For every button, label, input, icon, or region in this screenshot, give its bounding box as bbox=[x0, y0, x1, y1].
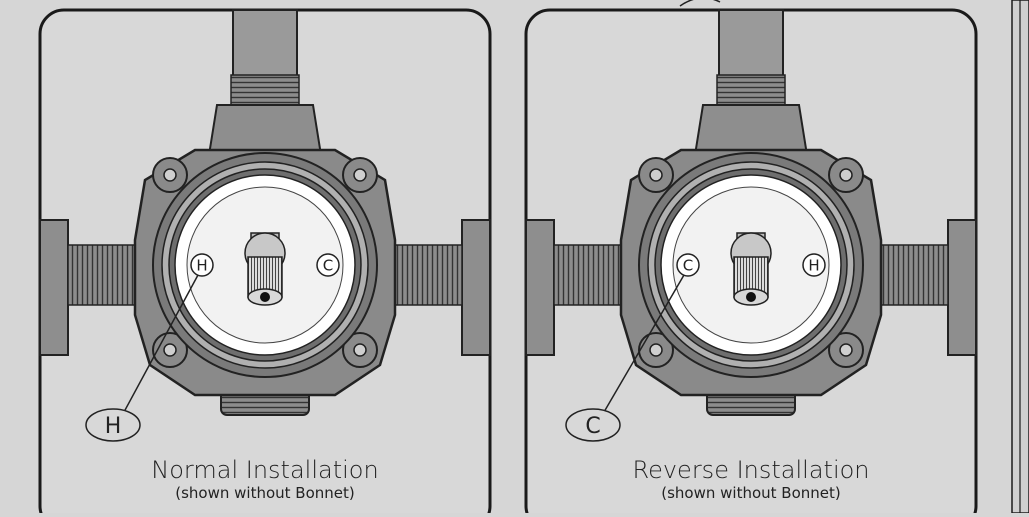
panel-reverse-installation: C H C bbox=[524, 0, 978, 517]
caption-normal: Normal Installation (shown without Bonne… bbox=[90, 456, 440, 502]
cartridge-mark-right: C bbox=[316, 253, 340, 277]
caption-title: Normal Installation bbox=[151, 456, 379, 484]
caption-title: Reverse Installation bbox=[632, 456, 870, 484]
callout-leader-line bbox=[603, 274, 685, 413]
caption-reverse: Reverse Installation (shown without Bonn… bbox=[576, 456, 926, 502]
callout-label: H bbox=[105, 414, 122, 439]
callout-bubble: H bbox=[85, 408, 141, 442]
cartridge-mark-left: H bbox=[190, 253, 214, 277]
cartridge-mark-right: H bbox=[802, 253, 826, 277]
cartridge-mark-right-label: C bbox=[323, 257, 333, 275]
cartridge-mark-left: C bbox=[676, 253, 700, 277]
callout-bubble: C bbox=[565, 408, 621, 442]
cartridge-mark-right-label: H bbox=[808, 257, 819, 275]
callout-label: C bbox=[585, 414, 600, 439]
caption-subtitle: (shown without Bonnet) bbox=[661, 484, 841, 502]
panel-normal-installation: H C H bbox=[38, 8, 492, 517]
cartridge-mark-left-label: H bbox=[196, 257, 207, 275]
cartridge-mark-left-label: C bbox=[683, 257, 693, 275]
callout-leader-line bbox=[123, 274, 199, 413]
caption-subtitle: (shown without Bonnet) bbox=[175, 484, 355, 502]
